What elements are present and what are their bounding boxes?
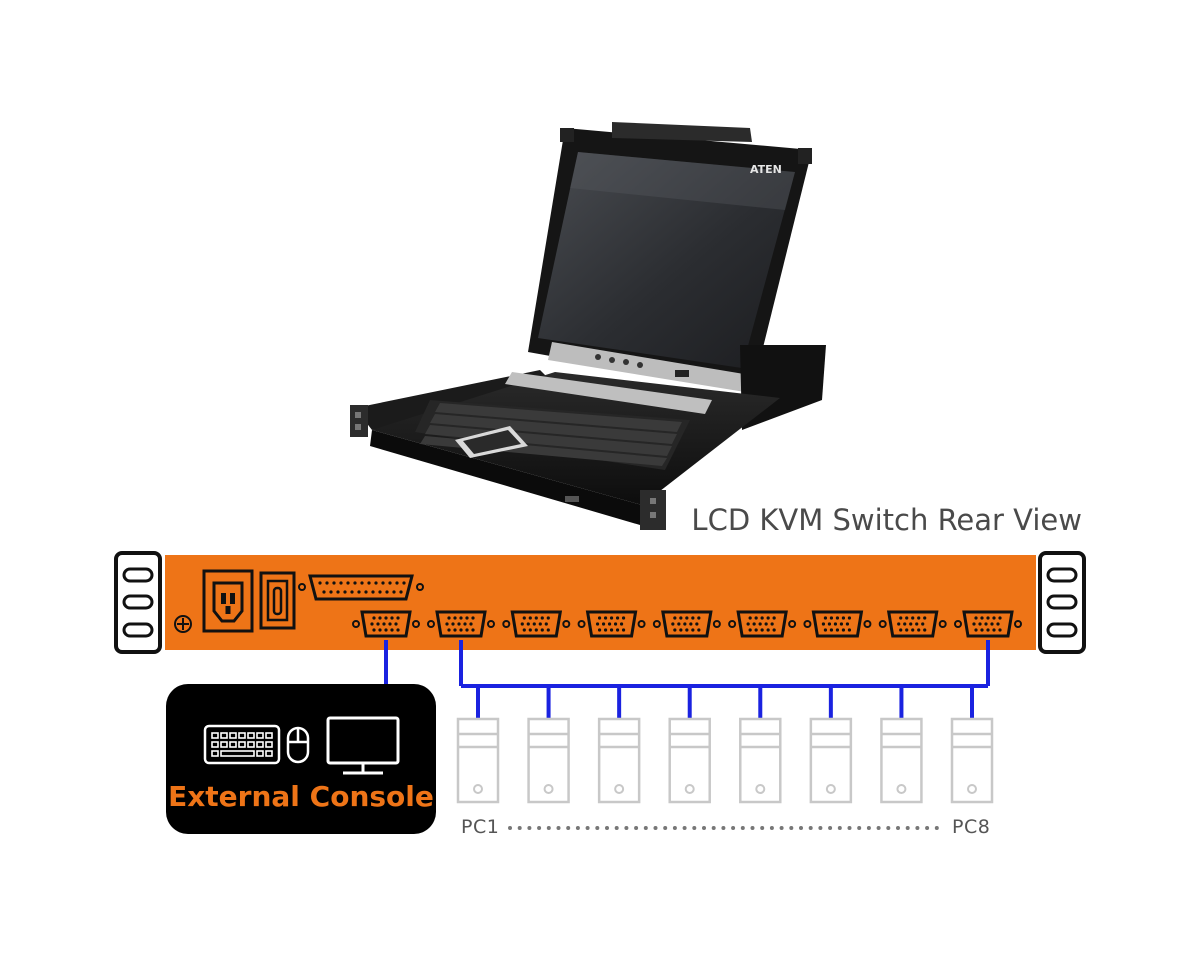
pc-tower-icon: [597, 717, 641, 804]
keyboard-icon: [203, 724, 281, 765]
pc-first-label: PC1: [461, 816, 500, 838]
pc-tower-icon: [809, 717, 853, 804]
pc-port: [878, 610, 947, 638]
pc-port: [652, 610, 721, 638]
pc-port: [502, 610, 571, 638]
pc-port: [803, 610, 872, 638]
pc-tower-icon: [527, 717, 570, 804]
pc-ports: [427, 610, 1022, 638]
pc-tower-icon: [739, 717, 782, 804]
pc-last-label: PC8: [952, 816, 991, 838]
console-vga-port: [352, 610, 420, 638]
external-console-label: External Console: [168, 780, 434, 813]
rear-panel-body: [165, 555, 1036, 650]
brand-logo: ATEN: [750, 163, 782, 176]
pc-port: [577, 610, 646, 638]
power-switch-icon: [259, 571, 296, 630]
pc-tower-icon: [880, 717, 923, 804]
pc-port: [427, 610, 495, 638]
pc-tower-icon: [456, 717, 500, 804]
mouse-icon: [286, 726, 310, 764]
pc-drop-cables: [476, 686, 974, 719]
external-console-box: [166, 684, 436, 834]
monitor-icon: [326, 716, 400, 775]
cables: [384, 640, 990, 719]
pc-towers: [456, 717, 994, 804]
lcd-kvm-product-image: [350, 122, 826, 530]
pc-port: [728, 610, 797, 638]
db25-port: [298, 574, 424, 601]
rear-panel: [114, 551, 1086, 654]
right-rack-ear: [1038, 551, 1086, 654]
left-rack-ear: [114, 551, 162, 654]
pc-port: [954, 610, 1022, 638]
console-port: [352, 610, 420, 638]
pc-tower-icon: [950, 717, 994, 804]
power-socket-icon: [202, 569, 254, 633]
external-console: [166, 684, 436, 834]
rear-view-title: LCD KVM Switch Rear View: [691, 503, 1082, 537]
pc-range-dots: [508, 826, 939, 830]
ground-icon: [174, 615, 192, 633]
pc-tower-icon: [668, 717, 711, 804]
